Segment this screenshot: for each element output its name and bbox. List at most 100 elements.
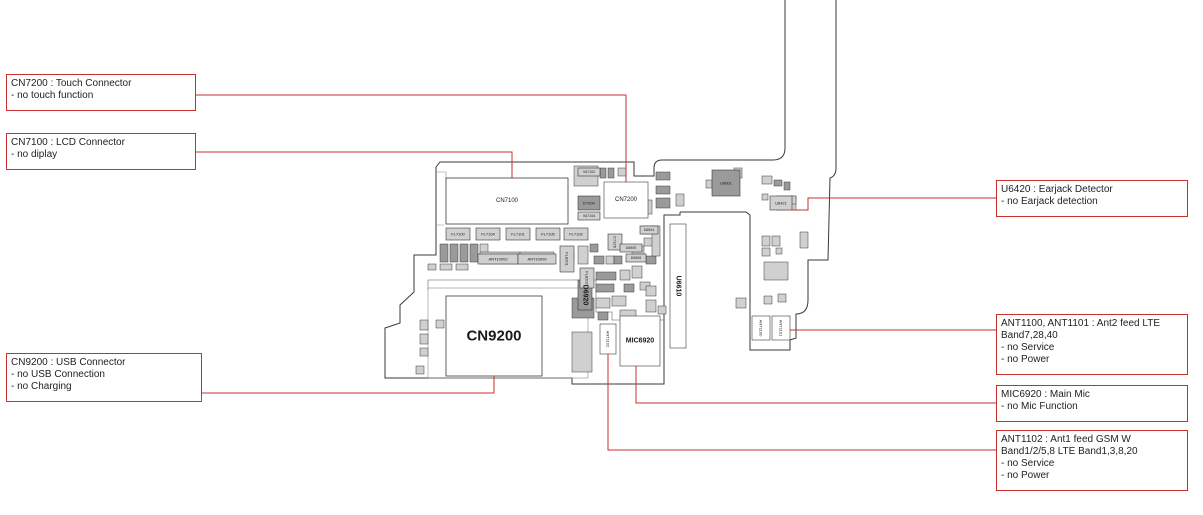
component-fl7101 [505,227,531,241]
smd-part [771,235,781,247]
smd-part [631,265,643,279]
callout-ant1100-title: ANT1100, ANT1101 : Ant2 feed LTE [1001,318,1160,329]
callout-cn7100-note-1: - no diplay [11,149,58,160]
component-va7102 [577,167,601,177]
smd-part [419,333,429,345]
component-fl8202 [579,267,595,289]
board-label-d6906: D6906 [631,256,641,260]
board-label-fl7104: FL7104 [481,232,495,237]
component-ant1101 [771,315,791,341]
component-u6601 [711,169,741,197]
smd-part [645,299,657,313]
smd-part [777,293,787,303]
board-label-u6610: U6610 [675,276,682,297]
component-ant10000 [517,253,557,265]
board-label-d6920: D6920 [582,285,589,306]
board-label-va7102: VA7102 [583,170,595,174]
callout-ant1100-note-2: - no Service [1001,342,1055,353]
smd-part [655,171,671,181]
smd-part [469,243,479,263]
board-label-fl7102: FL7102 [569,232,583,237]
smd-part [595,297,611,309]
smd-part [589,243,599,253]
smd-part [599,167,607,179]
board-label-fl8202: FL8202 [585,271,590,285]
leader-ant1102 [607,354,996,451]
callout-u6420-note-1: - no Earjack detection [1001,196,1098,207]
smd-part [783,181,791,191]
component-fl8201 [559,245,575,273]
board-label-u6421: U6421 [775,201,788,206]
smd-part [571,331,593,373]
component-fl7104 [475,227,501,241]
callout-cn9200-note-2: - no Charging [11,381,72,392]
callout-mic6920-title: MIC6920 : Main Mic [1001,389,1090,400]
smd-part [761,193,769,201]
smd-part [455,263,469,271]
smd-part [613,255,623,265]
component-c7126 [607,233,623,251]
board-label-fl7105: FL7105 [541,232,555,237]
smd-part [593,255,605,265]
smd-part [595,271,617,281]
smd-part [761,175,773,185]
smd-part [645,255,657,265]
smd-part [439,263,453,271]
board-label-u6601: U6601 [720,181,733,186]
leader-cn9200 [202,376,495,394]
smd-part [439,243,449,263]
board-outline [384,0,837,385]
board-label-mic6920: MIC6920 [626,338,655,345]
board-inner-outline [427,279,664,321]
callout-u6420: U6420 : Earjack Detector - no Earjack de… [996,180,1188,217]
smd-part [617,167,627,177]
smd-part [607,167,615,179]
smd-part [761,247,771,257]
smd-part [657,305,667,315]
callout-ant1102-note-1: Band1/2/5,8 LTE Band1,3,8,20 [1001,446,1138,457]
smd-part [419,347,429,357]
smd-part [775,247,783,255]
smd-part [419,319,429,331]
board-label-d6904: D6904 [644,228,654,232]
component-cn9200 [445,295,543,377]
board-label-d7200: D7200 [583,201,596,206]
component-fl7105 [535,227,561,241]
board-left-notch [436,171,447,226]
leader-lines [196,94,996,451]
smd-part [427,263,437,271]
callout-cn9200-title: CN9200 : USB Connector [11,357,126,368]
smd-part [645,285,657,297]
smd-part [623,283,635,293]
board-label-fl7100: FL7100 [451,232,465,237]
components [415,165,809,377]
smd-part [605,255,615,265]
board-label-va7104: VA7104 [583,214,595,218]
leader-cn7100 [196,151,513,178]
smd-part [597,311,609,321]
smd-part [761,235,771,247]
callout-ant1102-title: ANT1102 : Ant1 feed GSM W [1001,434,1131,445]
component-ant1100 [751,315,771,341]
callout-cn7100: CN7100 : LCD Connector - no diplay [6,133,196,170]
callout-ant1100-note-1: Band7,28,40 [1001,330,1058,341]
smd-part [435,319,445,329]
component-d7200 [577,195,601,211]
component-u6421 [769,195,793,211]
board-label-ant1100: ANT1100 [759,320,764,337]
component-mic6920 [619,315,661,367]
callout-ant1100-note-3: - no Power [1001,354,1050,365]
component-cn7100 [445,177,569,225]
board-outline-left [384,0,786,385]
board-label-ant1101: ANT1101 [779,320,784,337]
smd-part [611,295,627,307]
smd-part [773,179,783,187]
callout-cn9200-note-1: - no USB Connection [11,369,105,380]
leader-u6420 [792,197,996,211]
board-label-cn7200: CN7200 [615,197,638,203]
component-cn7200 [603,181,649,219]
smd-part [675,193,685,207]
smd-part [655,185,671,195]
